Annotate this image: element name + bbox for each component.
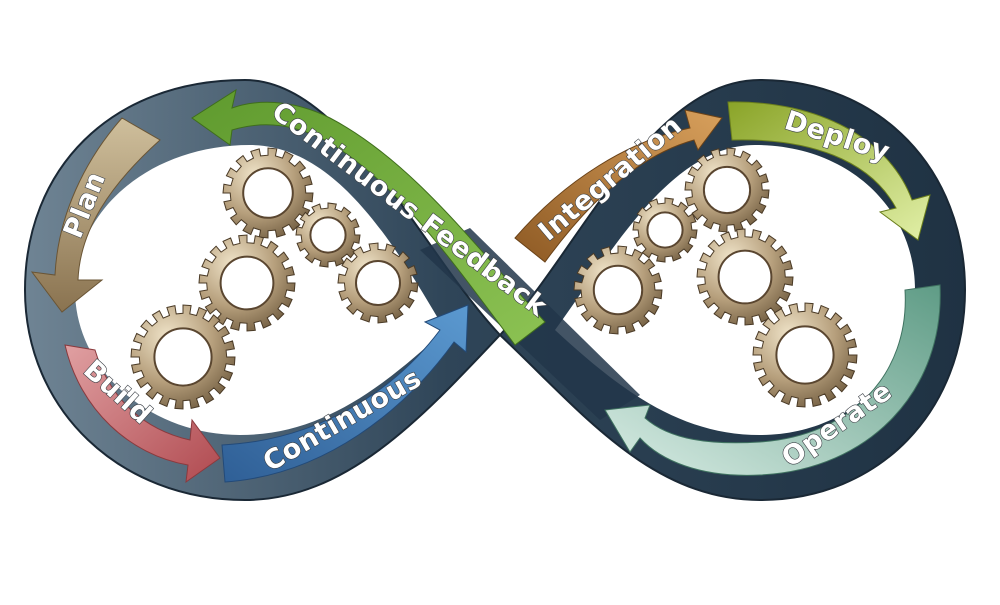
gear-hole: [153, 327, 213, 387]
gear-cluster: [130, 147, 858, 410]
gear-hole: [219, 255, 275, 311]
gear-hole: [646, 211, 684, 249]
gear-hole: [775, 325, 835, 385]
gear-hole: [702, 165, 752, 215]
gear-hole: [309, 216, 347, 254]
gear-hole: [355, 260, 401, 306]
gear-hole: [717, 249, 773, 305]
gear-hole: [242, 167, 294, 219]
gear-hole: [592, 264, 644, 316]
